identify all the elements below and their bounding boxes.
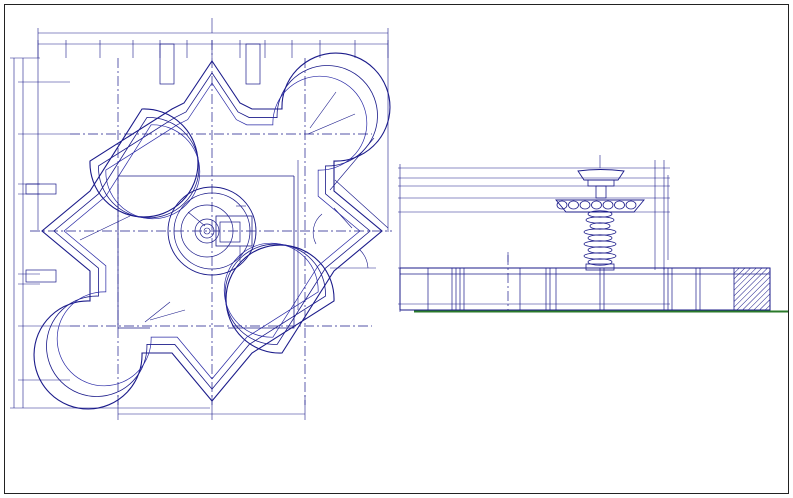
bowl-scallop — [556, 200, 568, 210]
basin-wall-elevation — [399, 252, 771, 312]
bowl-scallop — [591, 200, 602, 210]
elevation-level-lines — [398, 155, 670, 312]
plan-view — [10, 18, 392, 420]
plan-perimeter-details — [25, 43, 261, 283]
section-hatch — [733, 267, 771, 311]
plan-top-dimensions — [37, 18, 389, 232]
pedestal-ring — [589, 222, 611, 230]
bowl-scallop — [568, 200, 579, 210]
bowl-scallop — [602, 200, 614, 210]
bowl-scallop — [614, 200, 625, 210]
plan-radius-dimensions — [79, 91, 389, 323]
plan-left-dimensions — [10, 57, 210, 409]
bowl-scallop — [579, 200, 591, 210]
fountain-elevation — [555, 169, 645, 271]
pedestal-ring — [585, 216, 615, 224]
pedestal-rings — [583, 210, 617, 271]
lower-bowl-ornament — [556, 200, 637, 210]
elevation-view — [398, 155, 788, 313]
pedestal-ring — [587, 234, 613, 242]
sheet-border — [4, 4, 789, 494]
pedestal-ring — [587, 258, 613, 266]
bowl-scallop — [625, 200, 637, 210]
pedestal-ring — [583, 228, 617, 236]
central-fountain — [167, 186, 257, 276]
pedestal-ring — [583, 252, 617, 260]
pedestal-ring — [587, 246, 613, 254]
plan-center-lines — [30, 40, 392, 405]
plan-bottom-dimensions — [117, 395, 306, 420]
pedestal-ring — [583, 240, 617, 248]
